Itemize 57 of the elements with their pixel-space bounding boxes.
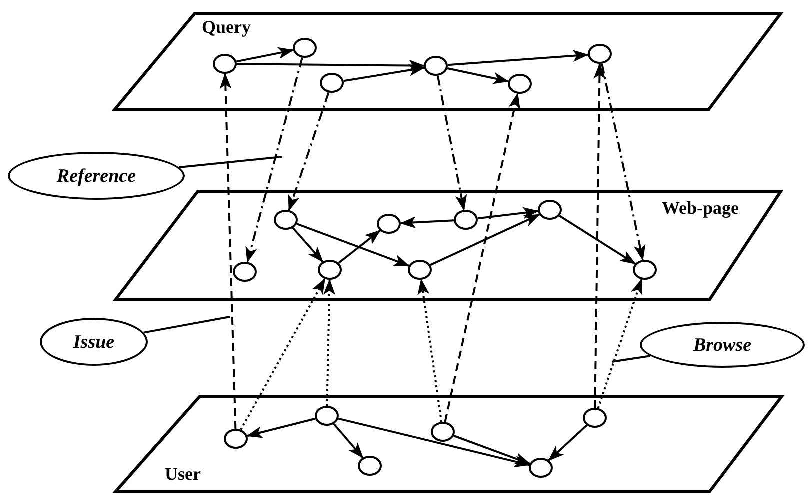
arrow <box>430 214 540 266</box>
node-circle <box>274 210 298 230</box>
callout-text: Browse <box>693 336 752 354</box>
arrow <box>400 216 454 229</box>
arrow <box>292 227 324 263</box>
arrow <box>478 207 540 220</box>
arrow <box>594 63 606 408</box>
arrow <box>246 418 316 438</box>
arrow <box>333 423 364 459</box>
arrow <box>236 60 425 72</box>
arrow <box>338 230 381 264</box>
arrow <box>418 278 443 422</box>
arrow <box>548 424 588 462</box>
node-circle <box>583 408 607 428</box>
arrow <box>296 223 410 267</box>
arrow <box>236 47 294 63</box>
node-circle <box>315 406 339 426</box>
callout-text: Issue <box>73 332 115 352</box>
node-circle <box>224 429 248 449</box>
layer-label: User <box>165 465 201 483</box>
arrow <box>597 278 643 409</box>
arrow <box>246 58 304 264</box>
arrow <box>324 279 336 406</box>
node-circle <box>454 210 478 230</box>
arrow <box>444 92 520 422</box>
arrow <box>436 76 468 212</box>
layer-label: Web-page <box>662 199 740 217</box>
arrow <box>220 73 237 430</box>
node-circle <box>358 456 382 476</box>
leader-line <box>612 355 650 363</box>
arrow <box>240 278 326 430</box>
callout-text: Reference <box>56 166 136 186</box>
leader-line <box>144 316 230 334</box>
node-circle <box>431 422 455 442</box>
arrow <box>601 64 646 262</box>
node-circle <box>538 200 562 220</box>
node-circle <box>408 260 432 280</box>
node-circle <box>233 262 257 282</box>
node-circle <box>213 54 237 74</box>
node-circle <box>320 73 344 93</box>
node-circle <box>588 44 612 64</box>
layer-label: Query <box>202 18 251 36</box>
node-circle <box>424 56 448 76</box>
arrow <box>288 92 330 212</box>
arrow <box>448 50 589 66</box>
node-circle <box>293 38 317 58</box>
node-circle <box>508 74 532 94</box>
leader-line <box>179 156 282 168</box>
arrow <box>447 68 510 84</box>
node-circle <box>377 214 401 234</box>
arrow <box>344 64 426 82</box>
arrow <box>338 418 530 468</box>
arrow <box>559 215 636 265</box>
node-circle <box>318 260 342 280</box>
node-circle <box>633 260 657 280</box>
arrow <box>454 435 531 465</box>
node-circle <box>529 458 553 478</box>
